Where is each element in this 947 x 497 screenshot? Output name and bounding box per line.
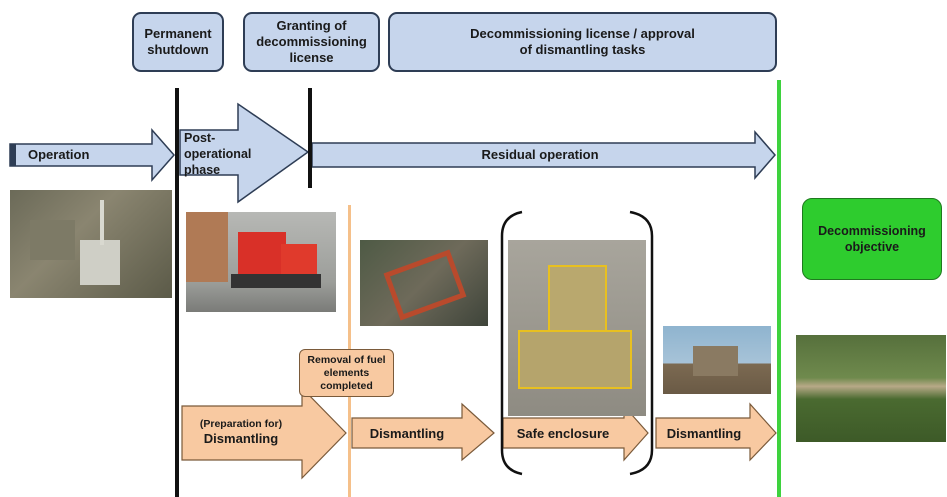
decommissioning-objective-line [777,80,781,497]
operation-label: Operation [28,147,90,162]
operation-arrow [9,128,175,182]
decommissioning-objective-label: Decommissioning objective [818,224,926,254]
permanent-shutdown-label: Permanent shutdown [144,26,212,57]
decommissioning-license-box: Decommissioning license / approval of di… [388,12,777,72]
dismantling-2-label: Dismantling [666,426,742,441]
right-bracket [629,210,654,476]
decommissioning-objective-box: Decommissioning objective [802,198,942,280]
safe-enclosure-label: Safe enclosure [516,426,610,441]
decommissioning-license-label: Decommissioning license / approval of di… [470,26,695,57]
granting-license-box: Granting of decommissioning license [243,12,380,72]
fuel-removal-label: Removal of fuel elements completed [307,353,386,392]
dismantling-arrow-1 [351,402,495,462]
building-aerial-photo [360,240,488,326]
residual-operation-arrow [311,129,776,181]
transport-vehicle-photo [186,212,336,312]
post-operational-arrow [179,102,310,204]
granting-license-line [308,88,312,188]
dismantling-1-label: Dismantling [369,426,445,441]
preparation-main-label: Dismantling [203,431,279,446]
residual-operation-label: Residual operation [481,147,599,162]
permanent-shutdown-box: Permanent shutdown [132,12,224,72]
dismantling-arrow-2 [655,402,777,462]
fuel-removal-box: Removal of fuel elements completed [299,349,394,397]
post-operational-label: Post-operational phase [184,131,252,177]
preparation-prefix-label: (Preparation for) [199,418,283,430]
safe-enclosure-arrow [502,404,649,462]
demolition-photo [663,326,771,394]
preparation-dismantling-arrow [181,386,347,480]
operation-arrow-tail-mark [10,144,16,166]
permanent-shutdown-line [175,88,179,497]
operating-plant-photo [10,190,172,298]
left-bracket [500,210,523,476]
greenfield-photo [796,335,946,442]
safe-enclosure-photo [508,240,646,416]
granting-license-label: Granting of decommissioning license [256,18,367,65]
